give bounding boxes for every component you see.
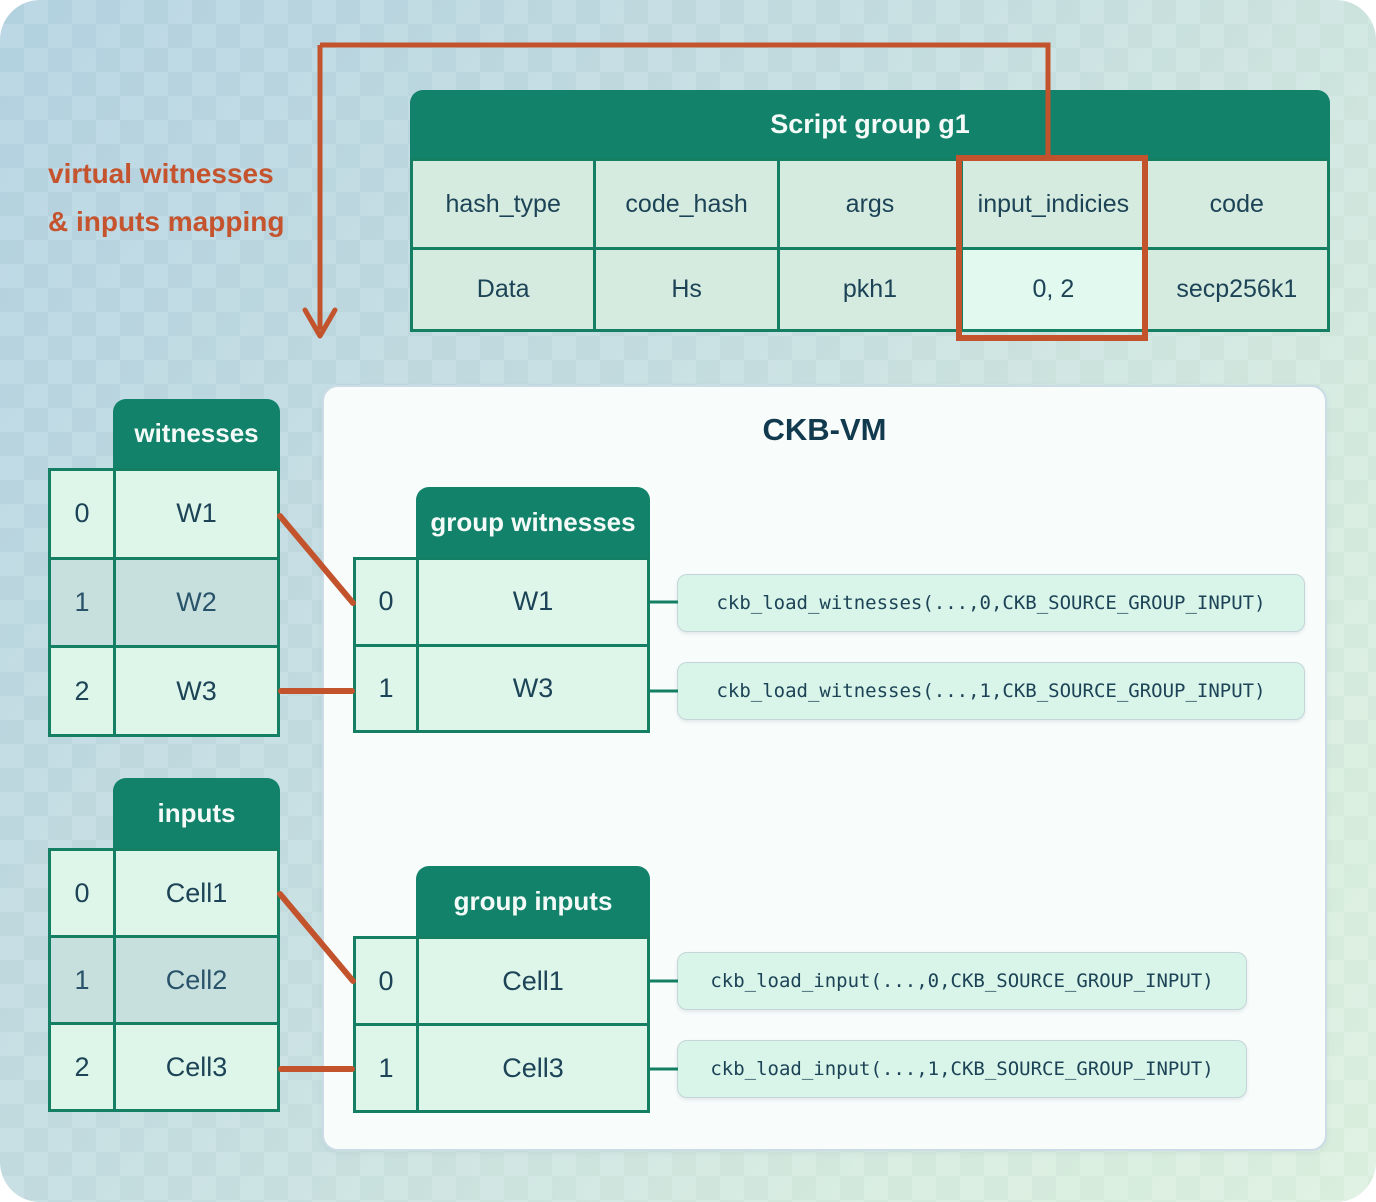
group-witnesses-table: 0 W1 1 W3: [353, 557, 650, 733]
column-header-args: args: [779, 161, 961, 247]
syscall-load-input-1: ckb_load_input(...,1,CKB_SOURCE_GROUP_IN…: [677, 1040, 1247, 1098]
script-group-value-code-hash: Hs: [596, 250, 777, 329]
inputs-row-0-index: 0: [51, 851, 113, 935]
column-header-input-indicies: input_indicies: [963, 161, 1144, 247]
group-inputs-row-0-index: 0: [356, 939, 416, 1023]
group-inputs-row-1-value: Cell3: [419, 1026, 647, 1110]
witnesses-row-1-index: 1: [51, 559, 113, 646]
script-group-value-args: pkh1: [779, 250, 961, 329]
witnesses-table-header: witnesses: [113, 399, 280, 468]
script-group-value-hash-type: Data: [413, 250, 594, 329]
group-witnesses-title: group witnesses: [430, 506, 636, 537]
inputs-title: inputs: [157, 797, 236, 828]
inputs-table-header: inputs: [113, 778, 280, 848]
script-group-value-code: secp256k1: [1146, 250, 1327, 329]
witnesses-table: 0 W1 1 W2 2 W3: [48, 468, 280, 737]
column-header-code-hash: code_hash: [596, 161, 777, 247]
syscall-load-witnesses-0: ckb_load_witnesses(...,0,CKB_SOURCE_GROU…: [677, 574, 1305, 632]
group-inputs-row-1-index: 1: [356, 1026, 416, 1110]
column-header-hash-type: hash_type: [413, 161, 594, 247]
group-inputs-table-header: group inputs: [416, 866, 650, 936]
inputs-row-1-value: Cell2: [116, 938, 277, 1022]
script-group-value-input-indicies: 0, 2: [963, 250, 1144, 329]
syscall-load-witnesses-1: ckb_load_witnesses(...,1,CKB_SOURCE_GROU…: [677, 662, 1305, 720]
inputs-row-2-value: Cell3: [116, 1025, 277, 1109]
group-inputs-title: group inputs: [453, 885, 613, 916]
mapping-arrowhead-icon: [302, 307, 338, 339]
witnesses-row-1-value: W2: [116, 559, 277, 646]
script-group-title: Script group g1: [770, 108, 970, 139]
annotation-line-1: virtual witnesses: [48, 158, 274, 189]
inputs-row-2-index: 2: [51, 1025, 113, 1109]
group-witnesses-table-header: group witnesses: [416, 487, 650, 557]
group-witnesses-row-1-value: W3: [419, 646, 647, 730]
group-witnesses-row-0-index: 0: [356, 560, 416, 644]
group-witnesses-row-1-index: 1: [356, 646, 416, 730]
witnesses-row-2-value: W3: [116, 648, 277, 734]
witnesses-row-0-index: 0: [51, 471, 113, 557]
column-header-code: code: [1146, 161, 1327, 247]
group-inputs-row-0-value: Cell1: [419, 939, 647, 1023]
group-witnesses-row-0-value: W1: [419, 560, 647, 644]
script-group-table-header: Script group g1: [410, 90, 1330, 158]
syscall-load-input-0: ckb_load_input(...,0,CKB_SOURCE_GROUP_IN…: [677, 952, 1247, 1010]
inputs-row-0-value: Cell1: [116, 851, 277, 935]
witnesses-title: witnesses: [134, 418, 259, 448]
inputs-row-1-index: 1: [51, 938, 113, 1022]
witnesses-row-2-index: 2: [51, 648, 113, 734]
inputs-table: 0 Cell1 1 Cell2 2 Cell3: [48, 848, 280, 1112]
ckb-vm-title: CKB-VM: [762, 412, 887, 447]
group-inputs-table: 0 Cell1 1 Cell3: [353, 936, 650, 1113]
witnesses-row-0-value: W1: [116, 471, 277, 557]
annotation-line-2: & inputs mapping: [48, 206, 285, 237]
mapping-annotation: virtual witnesses & inputs mapping: [48, 150, 284, 246]
script-group-table: hash_type code_hash args input_indicies …: [410, 158, 1330, 332]
